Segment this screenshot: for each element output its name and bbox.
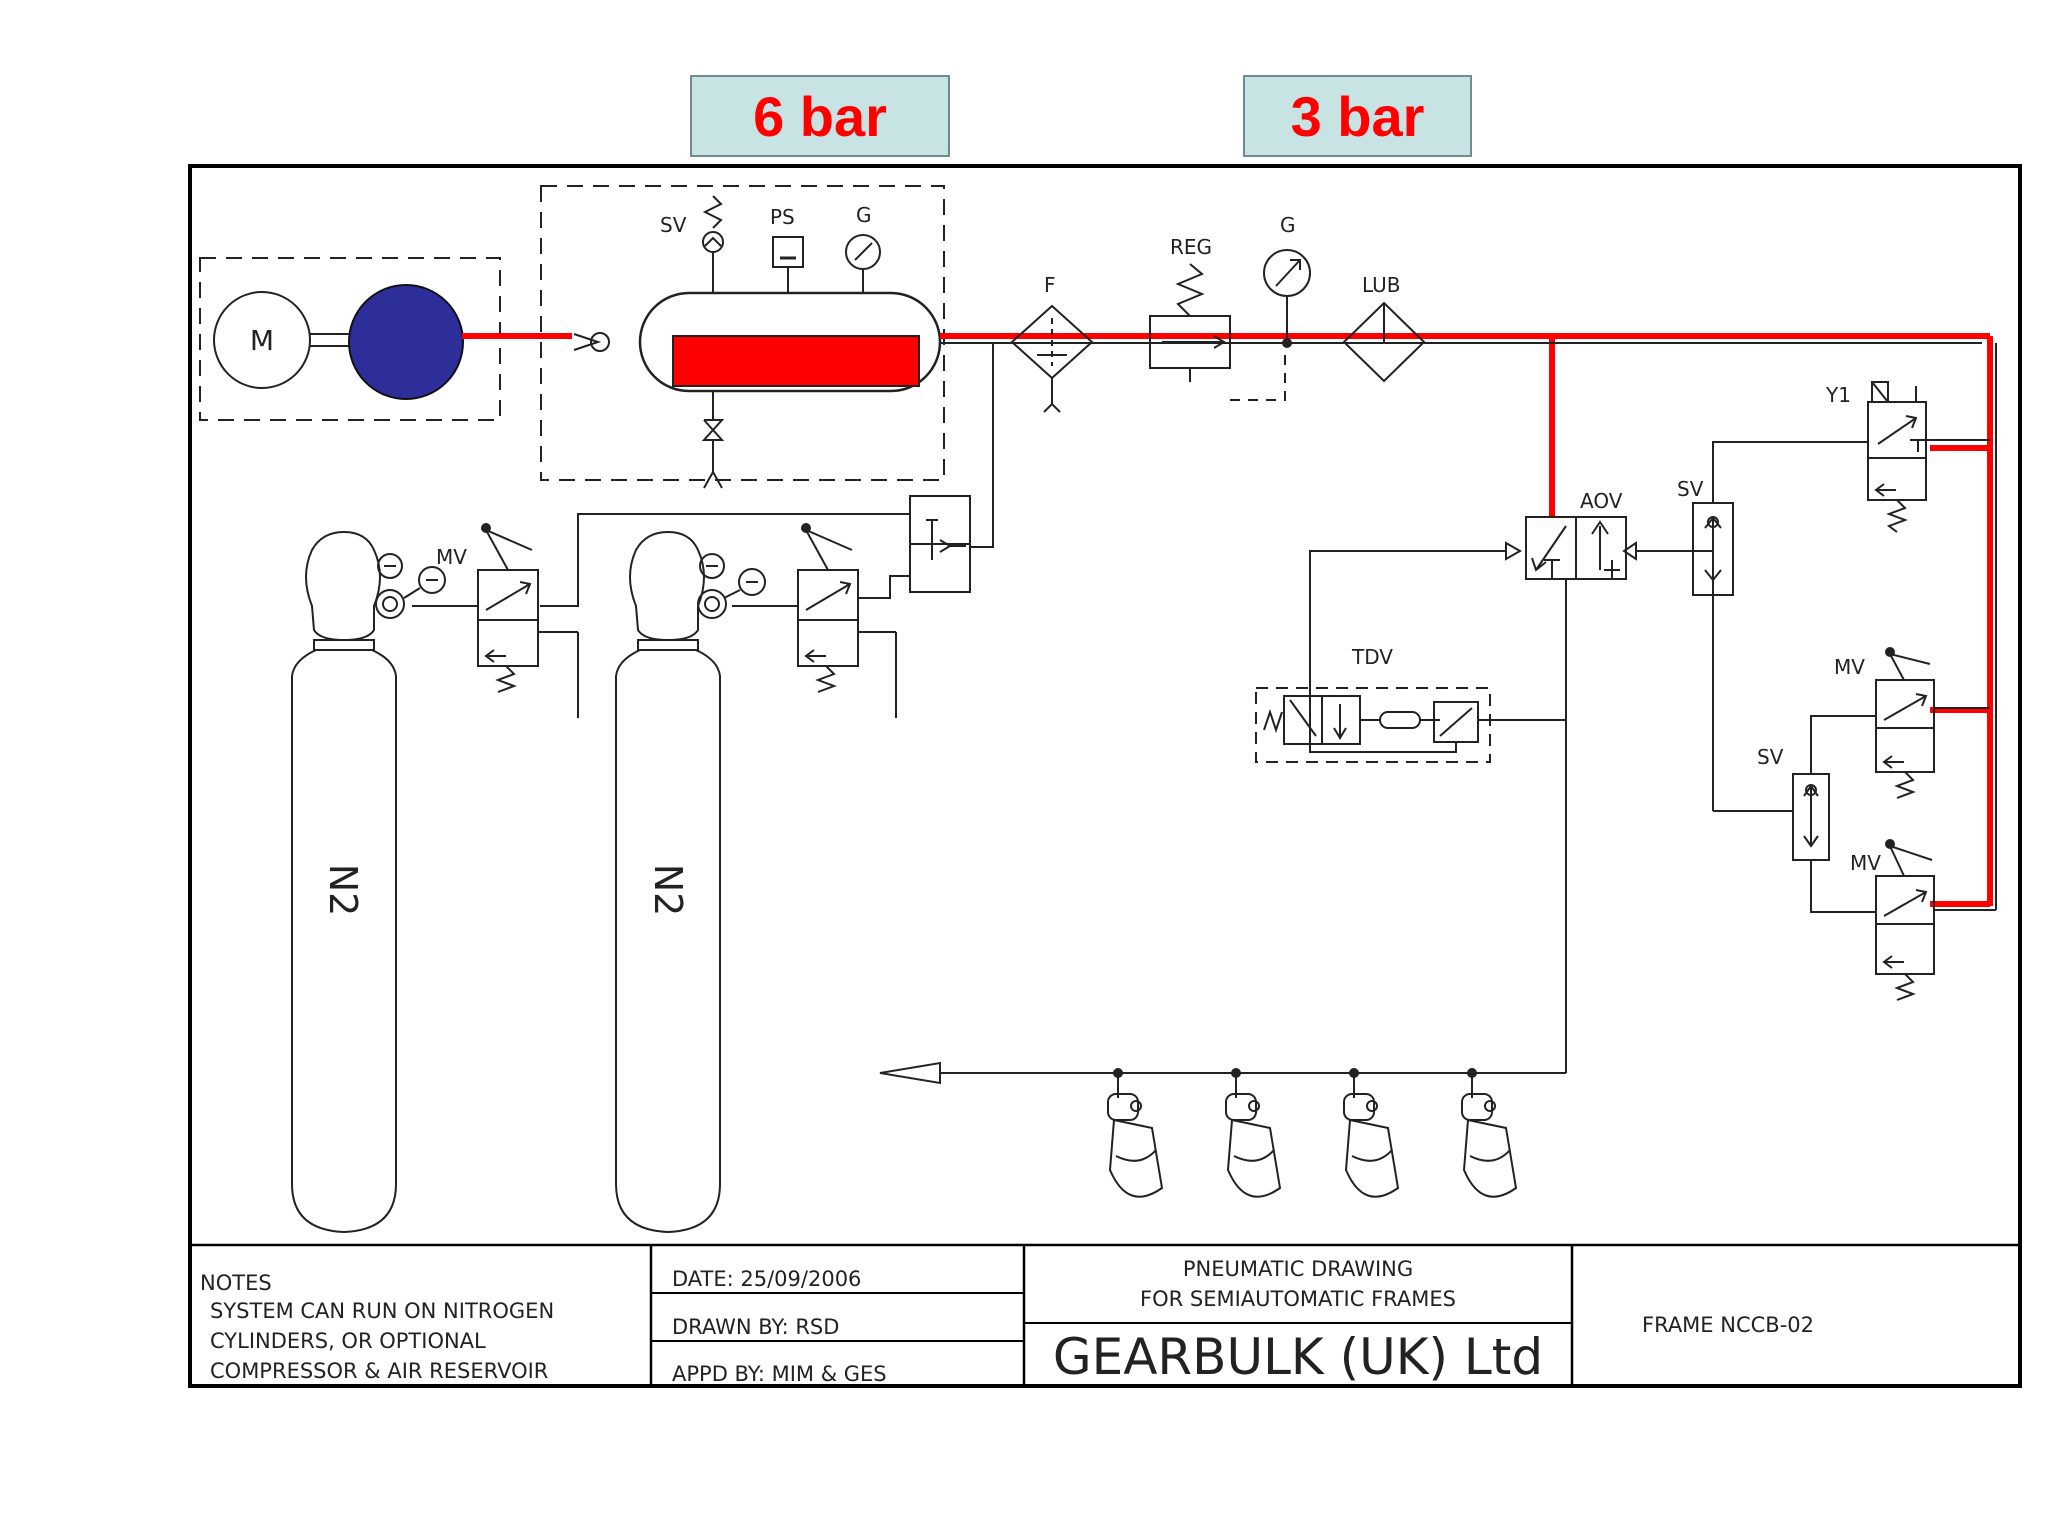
drawing-border (188, 164, 2022, 1388)
pressure-line (462, 333, 1993, 907)
reservoir-icon (638, 291, 942, 393)
aov-label: AOV (1580, 489, 1623, 513)
mv-left-2-icon (797, 523, 897, 718)
mv-right-upper-label: MV (1834, 655, 1865, 679)
pressure-switch-icon (772, 236, 804, 293)
ps-label: PS (770, 205, 795, 229)
junction-valve-icon (909, 495, 971, 593)
pressure-badge-6bar: 6 bar (690, 75, 950, 157)
tdv-valve-icon (1263, 695, 1566, 753)
sv-right-lower-label: SV (1757, 745, 1784, 769)
actuator-1-icon (1107, 1068, 1164, 1198)
mv-right-lower-icon (1875, 839, 1935, 1001)
mv-right-upper-icon (1875, 647, 1935, 799)
actuator-2-icon (1225, 1068, 1282, 1198)
gauge-icon (845, 234, 881, 293)
actuator-4-icon (1461, 1068, 1518, 1198)
date-field: DATE: 25/09/2006 (672, 1267, 861, 1291)
motor-icon: M (213, 291, 311, 389)
lub-label: LUB (1362, 273, 1401, 297)
check-valve-icon (573, 332, 610, 352)
safety-valve-icon (702, 195, 724, 293)
lubricator-icon (1342, 301, 1426, 383)
mv-left-1-icon (477, 523, 579, 718)
n2-cylinder-left-icon (291, 530, 446, 1234)
g-tank-label: G (856, 203, 872, 227)
y1-valve-icon (1867, 381, 1927, 533)
notes-line-1: SYSTEM CAN RUN ON NITROGEN (210, 1299, 554, 1323)
appd-by-field: APPD BY: MIM & GES (672, 1362, 887, 1386)
filter-icon (1010, 304, 1094, 413)
mv-right-lower-label: MV (1850, 851, 1881, 875)
tdv-label: TDV (1351, 645, 1393, 669)
filter-label: F (1044, 273, 1056, 297)
y1-label: Y1 (1825, 383, 1851, 407)
n2-left-label: N2 (321, 864, 365, 917)
n2-cylinder-right-icon (615, 530, 766, 1234)
notes-line-2: CYLINDERS, OR OPTIONAL (210, 1329, 486, 1353)
company-name: GEARBULK (UK) Ltd (1053, 1328, 1543, 1386)
regulator-icon (1149, 263, 1286, 401)
drawing-title-line-1: PNEUMATIC DRAWING (1183, 1257, 1413, 1281)
motor-label: M (250, 324, 274, 357)
n2-right-label: N2 (646, 864, 690, 917)
sv-right-top-label: SV (1677, 477, 1704, 501)
sv-tank-label: SV (660, 213, 687, 237)
shuttle-valve-lower-icon (1792, 773, 1830, 861)
aov-valve-icon (1505, 516, 1627, 580)
compressor-enclosure (199, 257, 501, 421)
drawing-title-line-2: FOR SEMIAUTOMATIC FRAMES (1140, 1287, 1456, 1311)
mv-left-label: MV (436, 545, 467, 569)
pressure-badge-3bar: 3 bar (1243, 75, 1472, 157)
notes-line-3: COMPRESSOR & AIR RESERVOIR (210, 1359, 548, 1383)
drawn-by-field: DRAWN BY: RSD (672, 1315, 839, 1339)
tdv-enclosure (1255, 687, 1491, 763)
reg-label: REG (1170, 235, 1212, 259)
frame-id: FRAME NCCB-02 (1642, 1313, 1814, 1337)
pump-icon (348, 284, 464, 400)
g-line-label: G (1280, 213, 1296, 237)
actuator-3-icon (1343, 1068, 1400, 1198)
notes-heading: NOTES (200, 1271, 272, 1295)
exhaust-arrow-icon (879, 1061, 941, 1085)
drain-valve-icon (701, 391, 725, 489)
line-gauge-icon (1263, 249, 1311, 348)
